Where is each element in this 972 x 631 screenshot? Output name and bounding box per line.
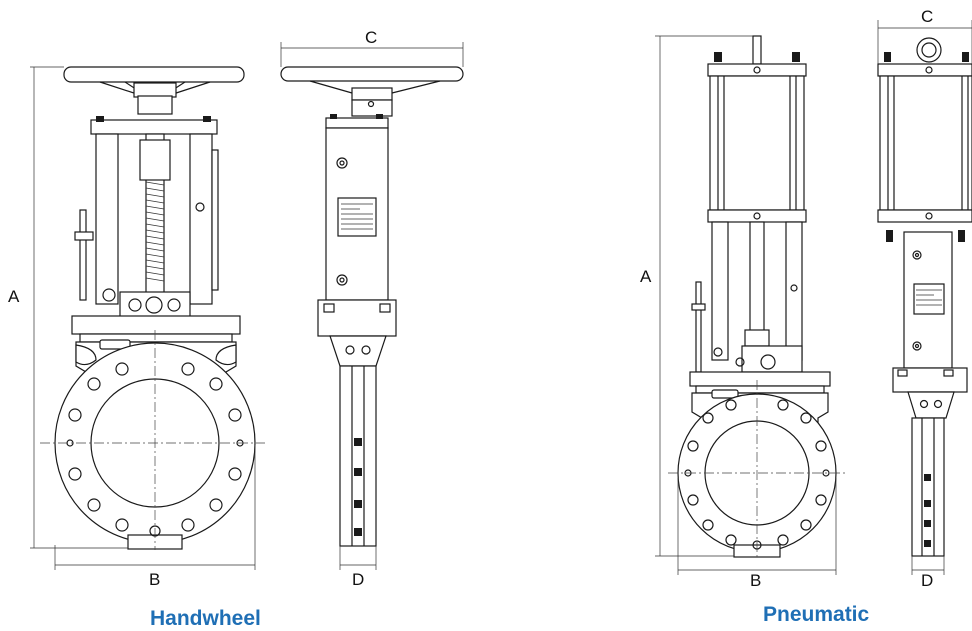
handwheel-front-view [40, 66, 265, 550]
handwheel-dimension-d: D [339, 546, 377, 589]
pneumatic-dimension-d: D [911, 556, 945, 590]
pneumatic-label-c: C [921, 7, 933, 26]
handwheel-dimension-c: C [280, 28, 464, 67]
handwheel-label-a: A [8, 287, 20, 306]
handwheel-caption: Handwheel [150, 607, 261, 630]
pneumatic-front-view [668, 35, 848, 560]
handwheel-label-d: D [352, 570, 364, 589]
handwheel-label-c: C [365, 28, 377, 47]
pneumatic-side-view [877, 37, 972, 557]
handwheel-side-view [280, 66, 464, 547]
handwheel-label-b: B [149, 570, 160, 589]
pneumatic-dimension-b: B [677, 478, 837, 590]
pneumatic-label-a: A [640, 267, 652, 286]
handwheel-dimension-b: B [54, 445, 256, 589]
pneumatic-dimension-a: A [640, 35, 753, 557]
pneumatic-label-d: D [921, 571, 933, 590]
pneumatic-dimension-c: C [877, 7, 972, 64]
pneumatic-cylinder [709, 75, 805, 211]
pneumatic-label-b: B [750, 571, 761, 590]
handwheel-dimension-a: A [8, 66, 128, 549]
handwheel-rim [63, 66, 245, 83]
pneumatic-caption: Pneumatic [763, 603, 870, 626]
